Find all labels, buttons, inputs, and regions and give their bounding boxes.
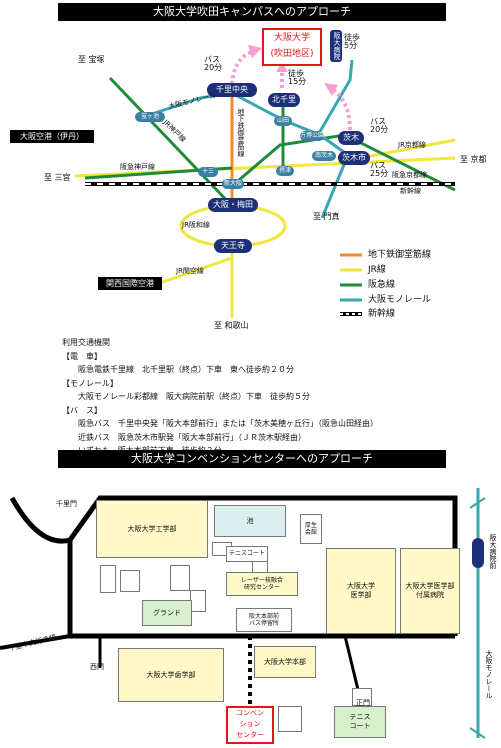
jr-kanku-line	[159, 256, 233, 285]
bldg-headquarters[interactable]: 大阪大学本部	[254, 646, 316, 678]
legend-hankyu: 阪急線	[368, 280, 396, 290]
station-hotarugaike[interactable]: 蛍ヶ池	[135, 112, 165, 122]
station-tennoji[interactable]: 天王寺	[214, 239, 252, 253]
bus-stop-label-1: 阪大本部前	[248, 612, 279, 620]
station-osaka-umeda[interactable]: 大阪・梅田	[208, 198, 258, 212]
hospital-station-label: 阪大病院前	[489, 534, 497, 569]
station-settsu[interactable]: 摂津	[276, 166, 294, 176]
access-heading: 利用交通機関	[62, 338, 110, 347]
destination-name: 大阪大学	[273, 33, 310, 43]
bldg-tennis-1[interactable]: テニスコート	[226, 546, 268, 562]
convention-label-3: センター	[236, 731, 264, 739]
access-line: 【バ ス】	[62, 405, 102, 415]
access-line: 【モノレール】	[62, 378, 118, 388]
road-west	[9, 495, 458, 636]
access-line: 阪急バス 千里中央発「阪大本部前行」または「茨木美穂ヶ丘行」（阪急山田経由）	[62, 419, 378, 428]
bldg-hospital[interactable]: 大阪大学医学部 付属病院	[400, 548, 460, 634]
line-label-hankyu-kobe: 阪急神戸線	[120, 163, 155, 171]
gate-main: 正門	[356, 699, 370, 707]
bus-arrow	[230, 50, 253, 85]
monorail-south-line	[320, 154, 350, 219]
station-juso[interactable]: 十三	[198, 167, 218, 177]
to-sannomiya: 至 三宮	[44, 173, 71, 182]
station-yamada[interactable]: 山田	[274, 116, 292, 126]
bus-stop-label-2: バス停留所	[248, 620, 279, 627]
tennis2-label-2: コート	[349, 722, 371, 730]
bldg-laser[interactable]: レーザー核融合 研究センター	[226, 572, 298, 596]
station-minami-ibaraki[interactable]: 南茨木	[312, 151, 336, 161]
hospital-station	[472, 538, 484, 568]
line-label-shinkansen: 新幹線	[400, 187, 421, 195]
bldg-engineering[interactable]: 大阪大学工学部	[96, 500, 208, 558]
convention-center[interactable]: コンベン ション センター	[226, 706, 274, 744]
laser-label-2: 研究センター	[243, 584, 280, 591]
tennis2-label-1: テニス	[349, 713, 371, 722]
bldg-pond[interactable]: 池	[214, 505, 286, 537]
medicine-label-2: 医学部	[350, 591, 372, 599]
monorail-label: 大阪モノレール	[485, 650, 493, 699]
access-line: 大阪モノレール彩都線 阪大病院前駅（終点）下車 徒歩約５分	[62, 392, 310, 401]
station-ibaraki[interactable]: 茨木	[338, 131, 364, 145]
airport-itami: 大阪空港（伊丹）	[10, 130, 94, 143]
campus-map	[0, 488, 486, 739]
hospital-label-2: 付属病院	[416, 591, 444, 599]
station-senri-chuo[interactable]: 千里中央	[207, 83, 257, 97]
medicine-label-1: 大阪大学	[347, 582, 375, 591]
to-kyoto: 至 京都	[460, 155, 487, 164]
laser-label-1: レーザー核融合	[241, 576, 283, 584]
welfare-label-1: 厚生	[304, 521, 317, 529]
welfare-label-2: 会館	[304, 529, 317, 536]
destination-area: (吹田地区)	[270, 49, 314, 59]
hospital-label: 阪大病院	[330, 30, 342, 62]
map1-title: 大阪大学吹田キャンパスへのアプローチ	[58, 3, 446, 21]
bldg-welfare[interactable]: 厚生 会館	[300, 514, 322, 544]
bldg-tennis-2[interactable]: テニス コート	[334, 706, 386, 738]
line-label-hankyu-kyoto: 阪急京都線	[392, 171, 427, 179]
line-label-jr-kyoto: JR京都線	[398, 141, 426, 149]
road-main-gate	[343, 635, 362, 699]
line-label-jr-hanwa: JR阪和線	[182, 221, 210, 229]
to-monma: 至 門真	[313, 212, 340, 221]
station-banpaku[interactable]: 万博公園	[300, 131, 325, 141]
access-line: 【電 車】	[62, 351, 102, 361]
monorail-line	[139, 91, 349, 157]
gate-west: 西門	[90, 663, 104, 671]
station-ibaraki-shi[interactable]: 茨木市	[338, 151, 370, 165]
hospital-label-1: 大阪大学医学部	[405, 582, 455, 591]
bus-stop[interactable]: 阪大本部前 バス停留所	[236, 608, 292, 632]
access-info: 利用交通機関 【電 車】 阪急電鉄千里線 北千里駅（終点）下車 東へ徒歩約２０分…	[62, 336, 482, 458]
monorail-saito-line	[316, 59, 354, 136]
to-wakayama: 至 和歌山	[214, 321, 249, 330]
legend-subway: 地下鉄御堂筋線	[368, 250, 432, 260]
gate-senri: 千里門	[56, 500, 77, 508]
bldg-medicine[interactable]: 大阪大学 医学部	[326, 548, 396, 634]
access-line: 近鉄バス 阪急茨木市駅発「阪大本部前行」（ＪＲ茨木駅経由）	[62, 432, 306, 442]
legend-jr: JR線	[368, 265, 386, 275]
bldg-dentistry[interactable]: 大阪大学歯学部	[118, 648, 224, 702]
map2-title: 大阪大学コンベンションセンターへのアプローチ	[58, 450, 446, 468]
convention-label-1: コンベン	[236, 709, 264, 717]
bldg-ground[interactable]: グランド	[142, 600, 192, 626]
legend-monorail: 大阪モノレール	[368, 295, 432, 305]
convention-label-2: ション	[239, 720, 261, 728]
airport-kansai: 関西国際空港	[98, 277, 162, 290]
rail-map	[74, 45, 456, 318]
line-label-midosuji: 地下鉄御堂筋線	[237, 108, 245, 157]
to-takarazuka: 至 宝塚	[78, 55, 105, 64]
line-label-jr-kanku: JR関空線	[176, 267, 204, 275]
destination-box[interactable]: 大阪大学 (吹田地区)	[262, 28, 322, 66]
access-line: 阪急電鉄千里線 北千里駅（終点）下車 東へ徒歩約２０分	[62, 365, 294, 374]
legend-shinkansen: 新幹線	[368, 309, 396, 319]
road-senri	[0, 634, 71, 650]
station-shin-osaka[interactable]: 新大阪	[222, 179, 244, 189]
station-kita-senri[interactable]: 北千里	[268, 93, 300, 107]
